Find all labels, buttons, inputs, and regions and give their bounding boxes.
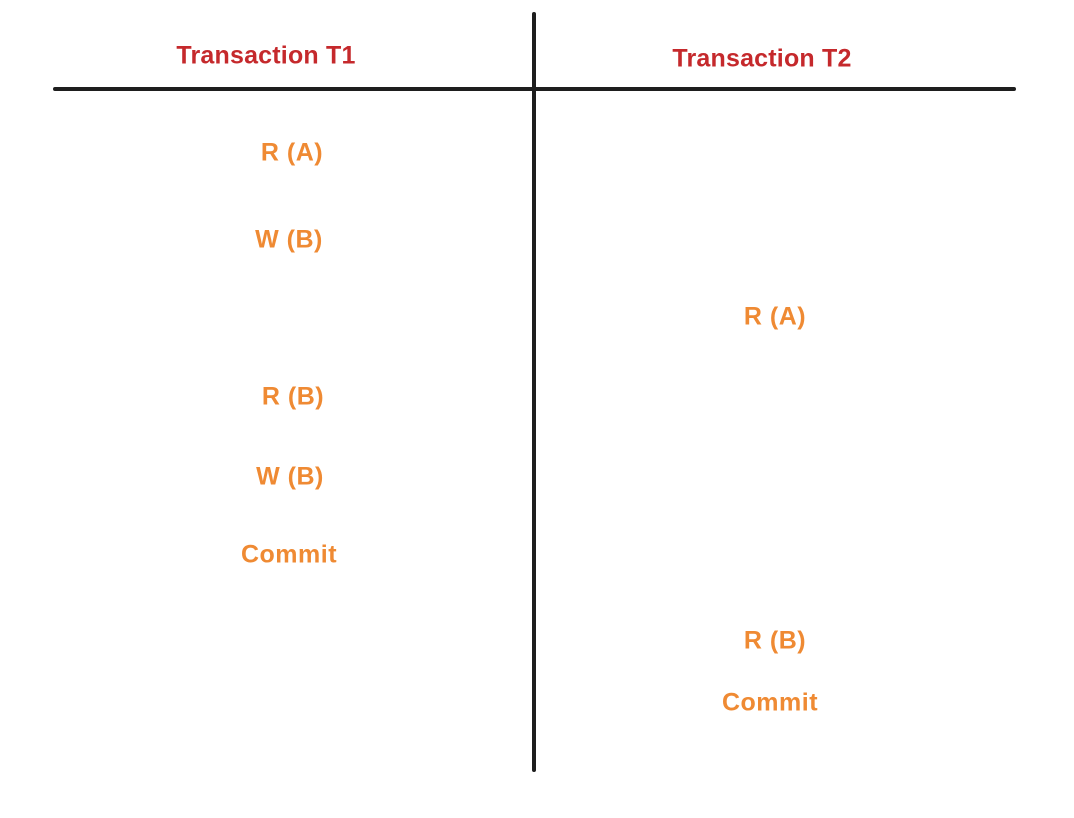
transaction-t2-header: Transaction T2 bbox=[672, 44, 852, 73]
t2-operation-read-b: R (B) bbox=[743, 626, 807, 655]
column-divider-line bbox=[532, 12, 536, 772]
t1-operation-write-b-2: W (B) bbox=[256, 462, 324, 491]
header-underline bbox=[53, 87, 1016, 91]
t1-operation-commit: Commit bbox=[240, 540, 338, 569]
t1-operation-write-b: W (B) bbox=[255, 225, 323, 254]
t1-operation-read-b: R (B) bbox=[261, 382, 325, 411]
t2-operation-read-a: R (A) bbox=[743, 302, 807, 331]
t1-operation-read-a: R (A) bbox=[260, 138, 324, 167]
t2-operation-commit: Commit bbox=[721, 688, 819, 717]
transaction-t1-header: Transaction T1 bbox=[176, 41, 356, 70]
